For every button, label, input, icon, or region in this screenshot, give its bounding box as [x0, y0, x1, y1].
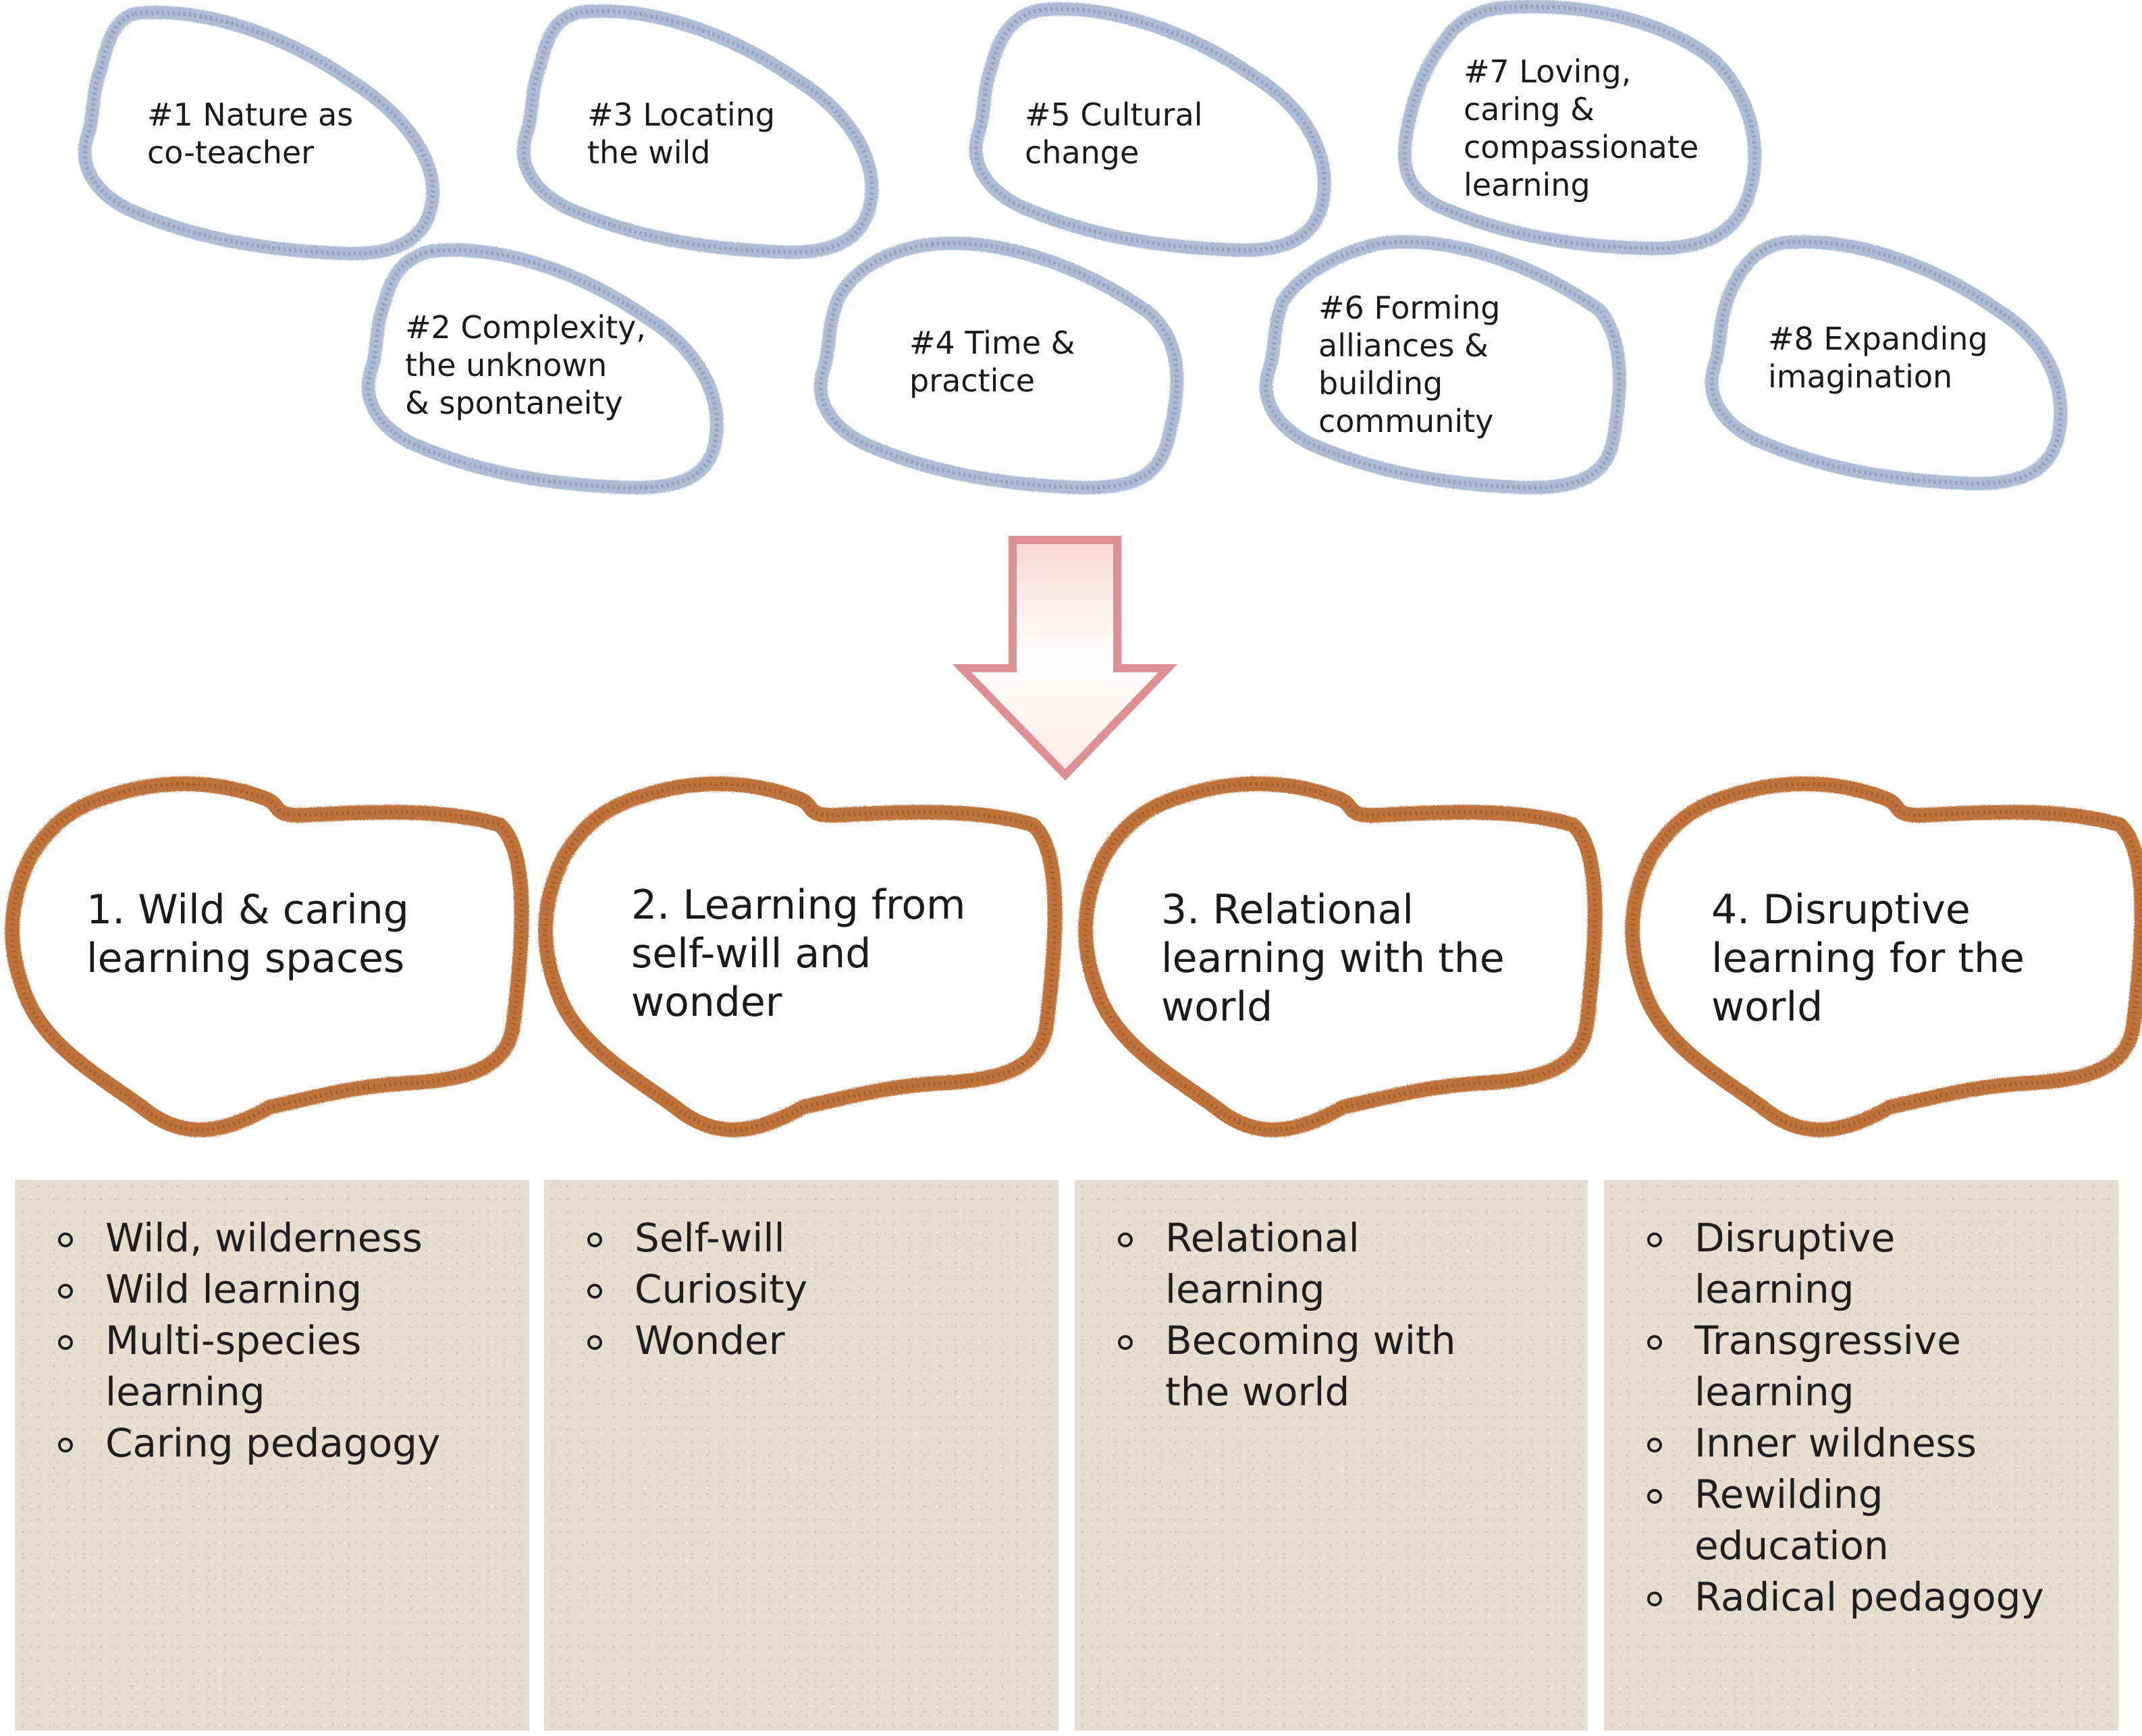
theme-blob-4 [1625, 776, 2142, 1137]
principle-label-1: #1 Nature as co-teacher [147, 97, 354, 171]
theme-panel-3: Relational learning Becoming with the wo… [1075, 1180, 1588, 1731]
theme-panel-4: Disruptive learning Transgressive learni… [1604, 1180, 2118, 1731]
theme-4-items: Disruptive learning Transgressive learni… [1644, 1212, 2105, 1623]
principle-blob-shadow [366, 248, 719, 490]
principle-blobs [78, 0, 2068, 495]
theme-label-3: 3. Relational learning with the world [1161, 886, 1505, 1031]
theme-label-4: 4. Disruptive learning for the world [1711, 886, 2025, 1031]
principle-blob-shadow [1402, 4, 1757, 251]
principle-blob-8 [1705, 235, 2068, 491]
list-item: Radical pedagogy [1644, 1571, 2105, 1623]
theme-2-items: Self-will Curiosity Wonder [585, 1212, 1045, 1366]
principle-label-2: #2 Complexity, the unknown & spontaneity [405, 309, 646, 421]
list-item: Self-will [585, 1212, 1045, 1264]
principle-label-5: #5 Cultural change [1025, 97, 1203, 171]
principle-blob-shadow [82, 10, 435, 256]
theme-blob-2 [538, 776, 1063, 1137]
principle-label-6: #6 Forming alliances & building communit… [1318, 290, 1501, 439]
principle-label-4: #4 Time & practice [909, 325, 1075, 399]
list-item: Wild, wilderness [55, 1212, 516, 1264]
theme-3-items: Relational learning Becoming with the wo… [1115, 1212, 1574, 1417]
list-item: Curiosity [585, 1264, 1045, 1315]
list-item: Becoming with the world [1115, 1315, 1574, 1417]
list-item: Wonder [585, 1315, 1045, 1366]
list-item: Relational learning [1115, 1212, 1574, 1315]
principle-blob-shadow [521, 9, 874, 254]
theme-blobs [5, 776, 2142, 1137]
principle-blob-shadow [973, 7, 1327, 252]
down-arrow [952, 536, 1178, 781]
theme-label-2: 2. Learning from self-will and wonder [631, 881, 966, 1026]
list-item: Wild learning [55, 1264, 516, 1315]
theme-blob-3 [1078, 776, 1603, 1137]
theme-panel-2: Self-will Curiosity Wonder [544, 1180, 1059, 1731]
principle-label-8: #8 Expanding imagination [1768, 321, 1988, 395]
list-item: Inner wildness [1644, 1417, 2105, 1469]
list-item: Disruptive learning [1644, 1212, 2105, 1315]
list-item: Transgressive learning [1644, 1315, 2105, 1417]
theme-panel-1: Wild, wilderness Wild learning Multi-spe… [15, 1180, 529, 1731]
principle-blob-shadow [818, 241, 1179, 490]
list-item: Caring pedagogy [55, 1417, 516, 1469]
principle-label-7: #7 Loving, caring & compassionate learni… [1464, 53, 1699, 203]
theme-label-1: 1. Wild & caring learning spaces [86, 886, 409, 982]
principle-blob-6 [1259, 235, 1626, 495]
list-item: Rewilding education [1644, 1469, 2105, 1571]
theme-blob-1 [5, 776, 529, 1137]
principle-label-3: #3 Locating the wild [587, 97, 776, 171]
theme-1-items: Wild, wilderness Wild learning Multi-spe… [55, 1212, 516, 1469]
list-item: Multi-species learning [55, 1315, 516, 1417]
